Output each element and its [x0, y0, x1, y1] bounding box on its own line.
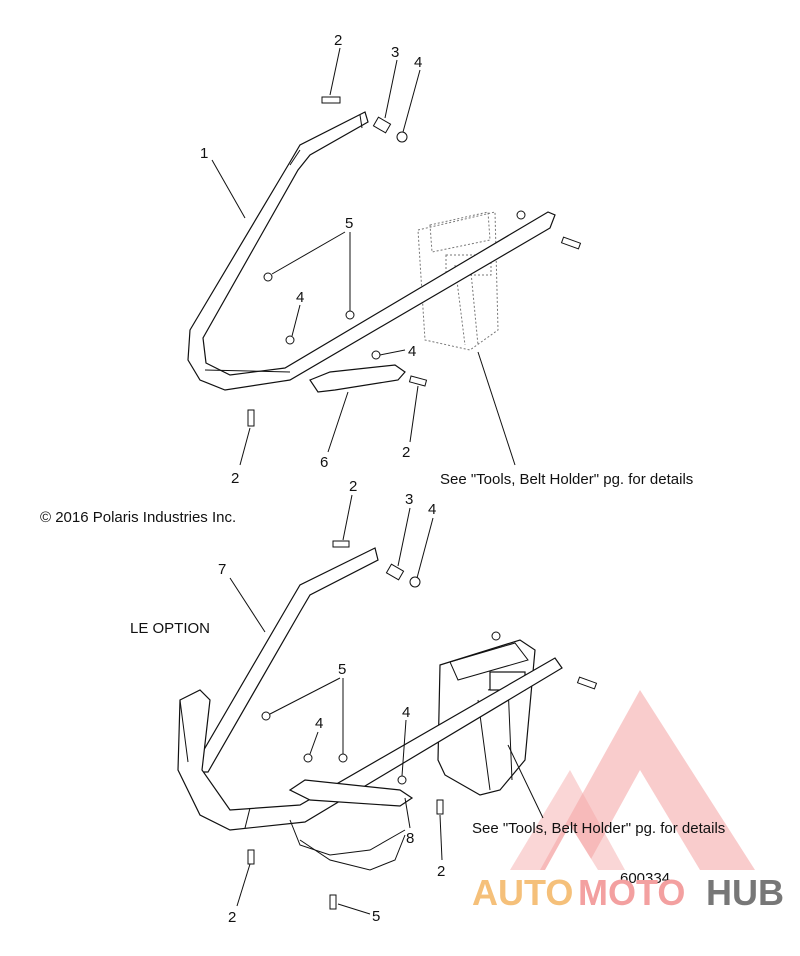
nut-icon	[371, 350, 381, 360]
callout-label: 4	[296, 289, 304, 306]
rivet-icon	[263, 272, 273, 282]
watermark-hub: HUB	[706, 872, 784, 913]
callout-label: 2	[349, 478, 357, 495]
callout-label: 4	[315, 715, 323, 732]
callout-label: 4	[414, 54, 422, 71]
callout-label: 8	[406, 830, 414, 847]
callout-label: 5	[338, 661, 346, 678]
bumper-tube	[177, 657, 563, 871]
rivet-icon	[345, 310, 355, 320]
bolt-icon	[560, 236, 582, 250]
watermark-auto: AUTO	[472, 872, 573, 913]
bolt-icon	[408, 375, 428, 387]
leaders-lower	[229, 494, 544, 915]
rivet-icon	[338, 753, 348, 763]
lower-assembly: 2 3 4 7 5 4 4 8 2 2 5 See "Tools, Belt H…	[177, 478, 725, 926]
callout-label: 6	[320, 454, 328, 471]
belt-holder-lower	[437, 639, 536, 796]
callout-label: 2	[402, 444, 410, 461]
drawing-number: 600334	[620, 870, 670, 887]
bolt-icon	[436, 799, 444, 815]
watermark-text: AUTO MOTO HUB	[472, 872, 784, 913]
callout-label: 7	[218, 561, 226, 578]
bracket-part-6	[309, 364, 406, 393]
callouts-upper: 2 3 4 1 5 4 4 2 6 2	[200, 32, 422, 487]
bolt-icon	[332, 540, 350, 548]
clip-icon	[372, 116, 392, 134]
hardware-upper	[247, 96, 582, 427]
callout-label: 3	[391, 44, 399, 61]
nut-icon	[491, 631, 501, 641]
nut-icon	[409, 576, 421, 588]
nut-icon	[303, 753, 313, 763]
copyright-text: © 2016 Polaris Industries Inc.	[40, 509, 236, 526]
bolt-icon	[247, 849, 255, 865]
callout-label: 2	[231, 470, 239, 487]
nut-icon	[285, 335, 295, 345]
nut-icon	[516, 210, 526, 220]
bar-part-7	[197, 547, 379, 773]
option-label: LE OPTION	[130, 620, 210, 637]
callout-label: 5	[372, 908, 380, 925]
callout-label: 4	[428, 501, 436, 518]
upper-assembly: 2 3 4 1 5 4 4 2 6 2 See "Tools, Belt Hol…	[187, 32, 693, 488]
nut-icon	[397, 775, 407, 785]
rivet-icon	[261, 711, 271, 721]
bolt-icon	[329, 894, 337, 910]
watermark-moto: MOTO	[578, 872, 685, 913]
hardware-lower	[247, 540, 598, 910]
note-upper: See "Tools, Belt Holder" pg. for details	[440, 471, 693, 488]
watermark-logo	[510, 690, 755, 870]
leaders-upper	[211, 47, 516, 466]
nut-icon	[396, 131, 408, 143]
bolt-icon	[247, 409, 255, 427]
bolt-icon	[321, 96, 341, 104]
callouts-lower: 2 3 4 7 5 4 4 8 2 2 5	[218, 478, 445, 926]
bar-part-1	[187, 111, 556, 391]
callout-label: 3	[405, 491, 413, 508]
callout-label: 2	[334, 32, 342, 49]
callout-label: 5	[345, 215, 353, 232]
bolt-icon	[576, 676, 598, 690]
clip-icon	[385, 563, 405, 581]
callout-label: 4	[408, 343, 416, 360]
callout-label: 1	[200, 145, 208, 162]
callout-label: 4	[402, 704, 410, 721]
callout-label: 2	[228, 909, 236, 926]
note-lower: See "Tools, Belt Holder" pg. for details	[472, 820, 725, 837]
callout-label: 2	[437, 863, 445, 880]
